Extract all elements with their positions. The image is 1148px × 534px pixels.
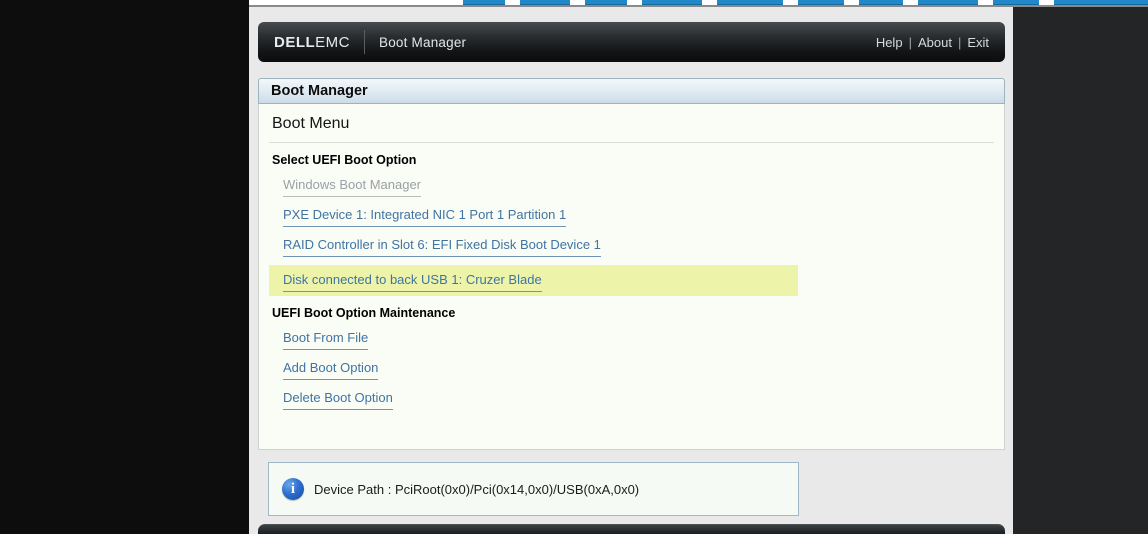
toolbar-button-remnant[interactable]: [717, 0, 783, 5]
about-link[interactable]: About: [917, 34, 952, 50]
boot-menu-panel: Boot Menu Select UEFI Boot Option Window…: [258, 104, 1005, 450]
maintenance-option-row: Boot From File: [283, 329, 1004, 350]
toolbar-buttons-cropped: [463, 0, 1148, 5]
footer-bar-cropped: [258, 524, 1005, 534]
boot-menu-heading: Boot Menu: [272, 115, 350, 132]
info-icon: i: [282, 478, 304, 500]
menu-separator: |: [957, 34, 962, 50]
toolbar-button-remnant[interactable]: [463, 0, 505, 5]
app-header: DELL EMC Boot Manager Help | About | Exi…: [258, 22, 1005, 62]
toolbar-button-remnant[interactable]: [859, 0, 903, 5]
boot-option-row: PXE Device 1: Integrated NIC 1 Port 1 Pa…: [283, 206, 1004, 227]
separator-line: [269, 142, 994, 143]
add-boot-option-link[interactable]: Add Boot Option: [283, 360, 379, 380]
delete-boot-option-link[interactable]: Delete Boot Option: [283, 390, 393, 410]
app-title: Boot Manager: [379, 34, 467, 50]
header-menu: Help | About | Exit: [876, 35, 1005, 50]
maintenance-option-row: Delete Boot Option: [283, 389, 1004, 410]
boot-manager-title-bar: Boot Manager: [258, 78, 1005, 104]
menu-separator: |: [908, 34, 912, 50]
brand-emc: EMC: [315, 33, 351, 51]
maintenance-option-row: Add Boot Option: [283, 359, 1004, 380]
toolbar-button-remnant[interactable]: [798, 0, 844, 5]
device-path-text: Device Path : PciRoot(0x0)/Pci(0x14,0x0)…: [314, 482, 639, 497]
toolbar-button-remnant[interactable]: [642, 0, 702, 5]
toolbar-button-remnant[interactable]: [918, 0, 978, 5]
boot-option-pxe-device-1[interactable]: PXE Device 1: Integrated NIC 1 Port 1 Pa…: [283, 207, 567, 227]
uefi-boot-option-maintenance-heading: UEFI Boot Option Maintenance: [272, 306, 456, 320]
toolbar-button-remnant[interactable]: [993, 0, 1039, 5]
boot-option-raid-controller[interactable]: RAID Controller in Slot 6: EFI Fixed Dis…: [283, 237, 601, 257]
boot-option-usb-cruzer-blade[interactable]: Disk connected to back USB 1: Cruzer Bla…: [283, 272, 542, 292]
toolbar-button-remnant[interactable]: [1054, 0, 1148, 5]
exit-link[interactable]: Exit: [967, 34, 989, 50]
select-uefi-boot-option-heading: Select UEFI Boot Option: [272, 153, 417, 167]
toolbar-button-remnant[interactable]: [585, 0, 627, 5]
boot-from-file-link[interactable]: Boot From File: [283, 330, 369, 350]
header-divider: [364, 30, 366, 54]
page-title: Boot Manager: [271, 83, 368, 99]
boot-option-row: RAID Controller in Slot 6: EFI Fixed Dis…: [283, 236, 1004, 257]
toolbar-button-remnant[interactable]: [520, 0, 570, 5]
boot-option-row: Windows Boot Manager: [283, 176, 1004, 197]
top-toolbar-strip: [249, 0, 1148, 7]
device-path-value: PciRoot(0x0)/Pci(0x14,0x0)/USB(0xA,0x0): [394, 481, 640, 497]
boot-option-row-highlighted: Disk connected to back USB 1: Cruzer Bla…: [269, 265, 798, 296]
help-link[interactable]: Help: [875, 34, 903, 50]
device-path-label: Device Path :: [314, 481, 395, 497]
brand-dell: DELL: [274, 33, 316, 51]
device-path-info-box: i Device Path : PciRoot(0x0)/Pci(0x14,0x…: [268, 462, 799, 516]
boot-option-windows-boot-manager: Windows Boot Manager: [283, 177, 422, 197]
dell-emc-logo: DELL EMC: [258, 34, 364, 51]
left-letterbox: [0, 0, 249, 534]
